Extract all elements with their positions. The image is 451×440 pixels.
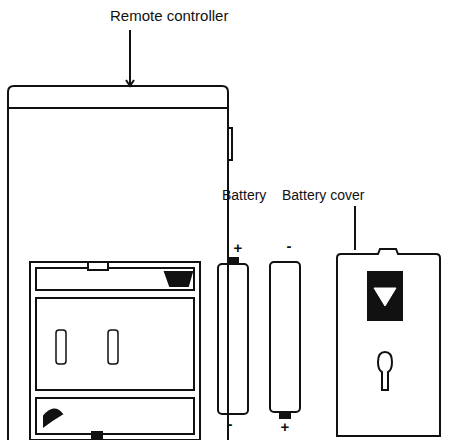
cover-grip <box>368 272 402 320</box>
side-notch <box>228 128 232 160</box>
remote-body <box>8 86 228 440</box>
compartment-tab <box>88 262 108 270</box>
remote-top-band <box>8 107 228 109</box>
cover-outline <box>337 249 440 436</box>
polarity-mark: - <box>287 238 292 255</box>
compartment-latch <box>165 272 192 286</box>
contact-symbol <box>108 330 118 364</box>
compartment-top <box>36 268 194 290</box>
battery-tip <box>228 258 238 264</box>
battery-compartment <box>30 262 200 440</box>
cover-keyhole <box>378 352 392 390</box>
part-label: Battery cover <box>282 188 364 203</box>
leader-line <box>227 206 229 258</box>
leader-line <box>354 206 356 250</box>
cover-arrow <box>374 288 396 306</box>
compartment-middle <box>36 298 194 390</box>
part-label: Battery <box>222 188 266 203</box>
part-label: Remote controller <box>110 8 228 25</box>
spring-mark <box>44 409 62 426</box>
polarity-mark: - <box>228 416 233 433</box>
battery-tip <box>280 412 290 418</box>
polarity-mark: + <box>234 240 243 257</box>
remote-controller <box>8 30 232 440</box>
battery-cover <box>337 206 440 436</box>
battery <box>218 264 248 414</box>
battery <box>270 262 300 412</box>
bottom-catch <box>92 432 102 440</box>
leader-line <box>129 30 131 84</box>
compartment-bottom <box>36 398 194 434</box>
contact-symbol <box>56 330 66 364</box>
batteries <box>218 206 300 418</box>
polarity-mark: + <box>281 419 290 436</box>
